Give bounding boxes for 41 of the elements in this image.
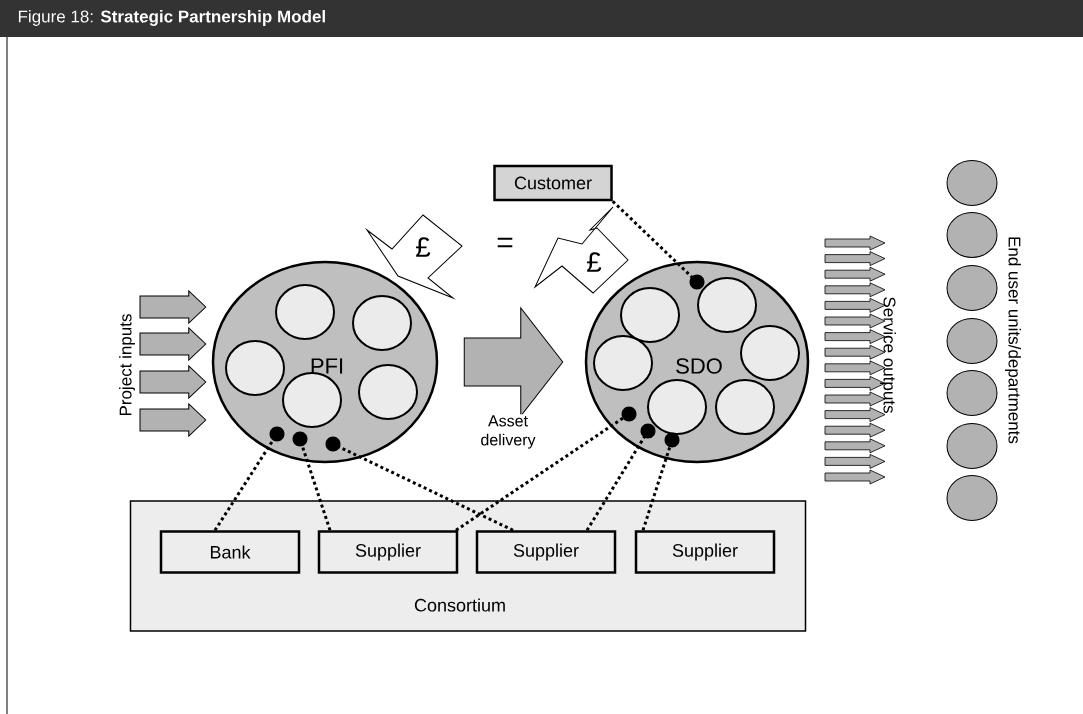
circle <box>358 364 418 420</box>
member-box: Supplier <box>317 530 459 574</box>
circle <box>946 423 998 469</box>
circle <box>946 318 998 364</box>
connector-line <box>585 423 656 532</box>
circle <box>275 284 335 340</box>
circle <box>620 287 680 343</box>
equals-sign: = <box>497 237 513 248</box>
member-box: Supplier <box>475 530 617 574</box>
connector-line <box>213 426 285 532</box>
connector-line <box>611 200 705 290</box>
connector-line <box>641 432 680 531</box>
axis-label: Project inputs <box>119 314 135 416</box>
circle <box>946 370 998 416</box>
circle <box>697 277 757 333</box>
axis-label: Service outputs <box>880 297 896 413</box>
circle <box>225 340 285 396</box>
block-arrow <box>139 327 207 361</box>
circle <box>715 379 775 435</box>
circle <box>593 335 653 391</box>
circle <box>282 372 342 428</box>
member-box: Supplier <box>634 530 776 574</box>
edge-label: Asset delivery <box>467 414 549 450</box>
connector-line <box>292 431 332 531</box>
block-arrow <box>463 307 564 417</box>
member-box: Bank <box>159 530 301 574</box>
axis-label: End user units/departments <box>1005 237 1021 444</box>
customer-box: Customer <box>493 164 613 202</box>
title-bar: Figure 18: Strategic Partnership Model <box>0 0 1083 37</box>
circle <box>647 379 707 435</box>
block-arrow <box>139 290 207 324</box>
circle <box>740 325 800 381</box>
circle <box>352 295 412 351</box>
circle <box>946 475 998 521</box>
block-arrow <box>139 403 207 437</box>
circle <box>946 160 998 206</box>
connector-line <box>455 406 637 532</box>
circle <box>946 265 998 311</box>
connector-line <box>325 436 514 532</box>
block-arrow <box>139 365 207 399</box>
circle <box>946 212 998 258</box>
